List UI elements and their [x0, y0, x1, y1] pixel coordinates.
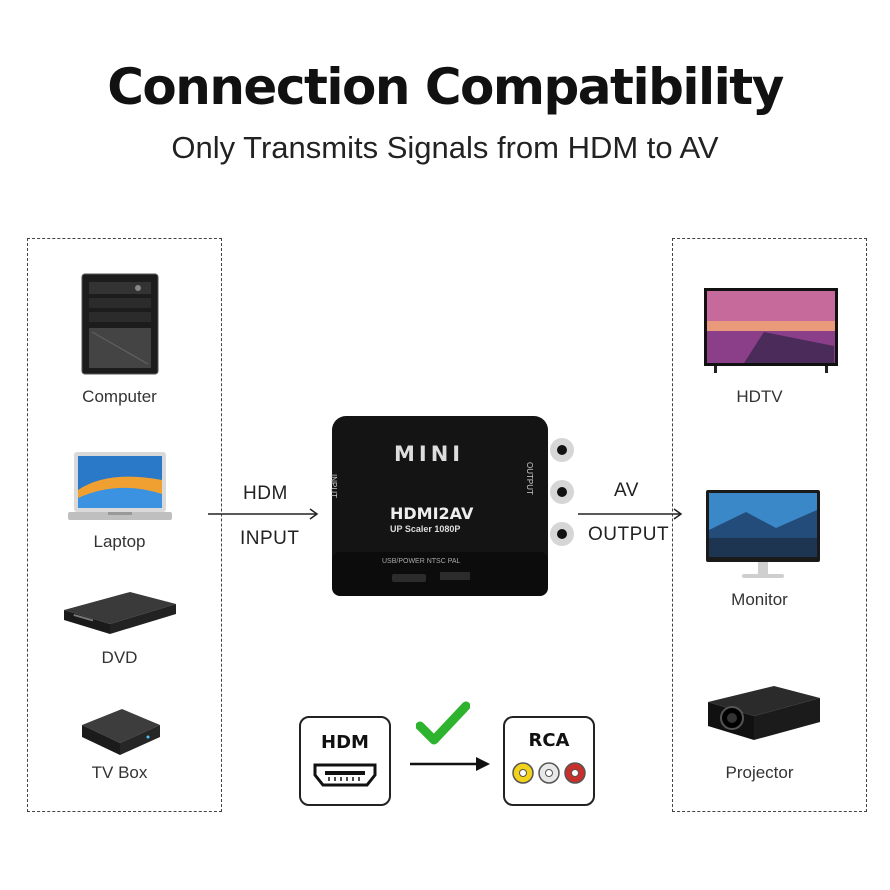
- device-tagline-label: UP Scaler 1080P: [390, 524, 461, 534]
- input-arrow-icon: [208, 507, 320, 521]
- device-bottom-labels: USB/POWER NTSC PAL: [382, 558, 461, 565]
- input-arrow-line2: INPUT: [240, 528, 300, 549]
- hdmi-port-icon: [313, 762, 377, 788]
- check-icon: [416, 700, 470, 750]
- hdm-connector-label: HDM: [321, 732, 369, 753]
- conversion-arrow-icon: [410, 757, 490, 771]
- page-title: Connection Compatibility: [107, 58, 784, 116]
- source-label-computer: Computer: [82, 387, 157, 406]
- output-arrow-line1: AV: [614, 480, 639, 501]
- source-label-tv-box: TV Box: [91, 763, 148, 782]
- hdtv-icon: [704, 288, 838, 374]
- device-brand-label: MINI: [394, 442, 465, 466]
- rca-connector-box: RCA: [503, 716, 595, 806]
- device-model-label: HDMI2AV: [390, 504, 474, 523]
- source-label-laptop: Laptop: [93, 532, 146, 551]
- source-label-dvd: DVD: [101, 648, 138, 667]
- destination-label-monitor: Monitor: [731, 590, 788, 609]
- device-input-port-label: INPUT: [329, 474, 338, 498]
- input-arrow-line1: HDM: [243, 483, 288, 504]
- destination-devices-panel: [672, 238, 867, 812]
- destination-label-projector: Projector: [725, 763, 794, 782]
- source-devices-panel: [27, 238, 222, 812]
- hdm-connector-box: HDM: [299, 716, 391, 806]
- hdmi2av-converter: MINI INPUT OUTPUT HDMI2AV UP Scaler 1080…: [328, 412, 576, 600]
- rca-connector-label: RCA: [528, 730, 570, 751]
- device-output-port-label: OUTPUT: [525, 462, 534, 495]
- computer-tower-icon: [80, 270, 160, 376]
- destination-label-hdtv: HDTV: [736, 387, 783, 406]
- laptop-icon: [68, 450, 172, 524]
- dvd-player-icon: [60, 588, 180, 638]
- tv-box-icon: [78, 703, 164, 759]
- page-subtitle: Only Transmits Signals from HDM to AV: [171, 130, 719, 165]
- rca-jacks-icon: [510, 760, 588, 786]
- monitor-icon: [706, 490, 820, 582]
- projector-icon: [700, 682, 824, 746]
- output-arrow-line2: OUTPUT: [588, 524, 670, 545]
- output-arrow-icon: [578, 507, 684, 521]
